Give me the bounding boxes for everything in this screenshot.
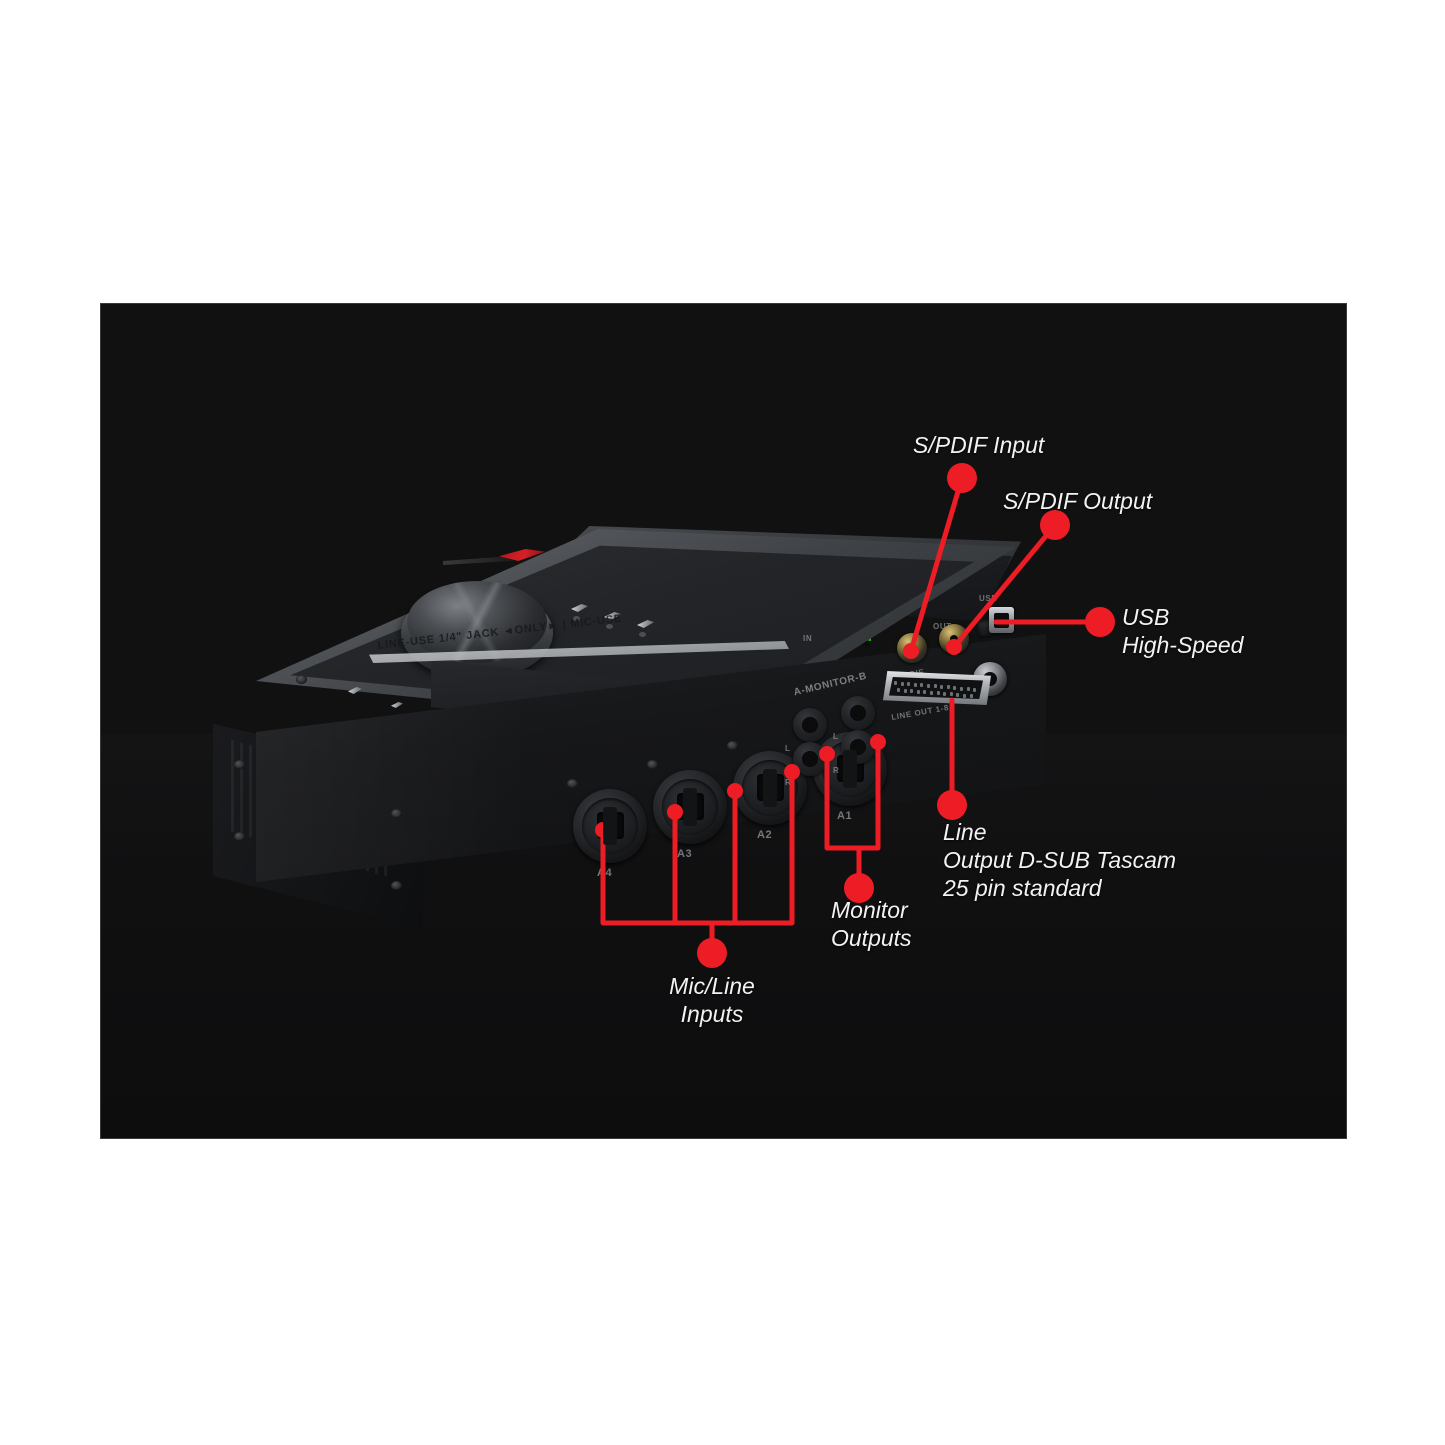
rotary-knob-highlight bbox=[407, 581, 547, 663]
monitor-jack-b-l-label: L bbox=[833, 732, 839, 741]
monitor-jack-a-r[interactable] bbox=[793, 742, 827, 776]
monitor-jack-b-r-label: R bbox=[833, 766, 840, 775]
input-jack-a3[interactable] bbox=[653, 770, 727, 844]
input-jack-a4-label: A4 bbox=[597, 867, 613, 879]
toggle-switch-1[interactable] bbox=[571, 604, 588, 612]
screw-side-2 bbox=[391, 809, 402, 818]
spdif-in-jack[interactable] bbox=[897, 633, 927, 663]
audio-interface-device: LINE-USE 1/4" JACK ◄ONLY► | MIC-USE A4 A… bbox=[101, 304, 1346, 1138]
top-button-2[interactable] bbox=[391, 702, 403, 708]
input-jack-a2-label: A2 bbox=[757, 829, 773, 841]
input-jack-a1-label: A1 bbox=[837, 810, 853, 822]
screw-a2 bbox=[727, 741, 738, 750]
top-button-1[interactable] bbox=[348, 687, 362, 694]
dsub-connector[interactable] bbox=[883, 671, 991, 705]
input-jack-a4[interactable] bbox=[573, 789, 647, 863]
input-jack-a3-label: A3 bbox=[677, 848, 693, 860]
toggle-switch-3[interactable] bbox=[637, 620, 654, 628]
screw-side-3 bbox=[391, 881, 402, 890]
spdif-in-label: IN bbox=[803, 634, 813, 643]
toggle-switch-2[interactable] bbox=[604, 612, 621, 620]
rotary-knob[interactable] bbox=[407, 581, 547, 663]
screw-top-left bbox=[296, 675, 307, 684]
spdif-out-jack[interactable] bbox=[939, 624, 969, 654]
monitor-jack-a-l[interactable] bbox=[793, 708, 827, 742]
dsub-pins bbox=[894, 681, 982, 699]
usb-port[interactable] bbox=[989, 607, 1014, 633]
brand-wordmark-rear bbox=[443, 556, 513, 565]
monitor-jack-a-r-label: R bbox=[785, 778, 792, 787]
screw-side-4 bbox=[234, 832, 245, 841]
toggle-switch-2-base bbox=[606, 624, 613, 629]
monitor-jack-a-l-label: L bbox=[785, 744, 791, 753]
toggle-switch-1-base bbox=[573, 616, 580, 621]
usb-port-label: USB bbox=[979, 594, 998, 603]
toggle-switch-3-base bbox=[639, 632, 646, 637]
photo-panel: LINE-USE 1/4" JACK ◄ONLY► | MIC-USE A4 A… bbox=[100, 303, 1347, 1139]
monitor-jack-b-l[interactable] bbox=[841, 696, 875, 730]
screw-a4 bbox=[567, 779, 578, 788]
screw-side-1 bbox=[234, 760, 245, 769]
screw-a3 bbox=[647, 760, 658, 769]
